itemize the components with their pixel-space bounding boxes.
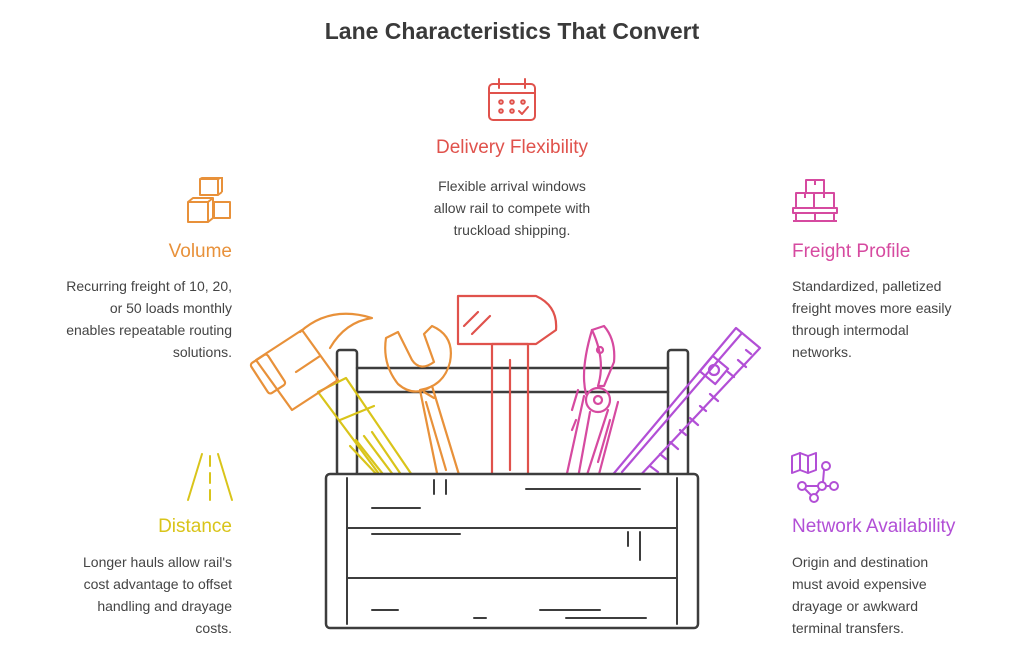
boxes-icon (184, 177, 236, 227)
toolbox-body (324, 472, 700, 630)
hammer-icon (249, 312, 416, 480)
calendar-icon (487, 78, 537, 122)
road-icon (184, 452, 236, 502)
network-heading: Network Availability (792, 516, 956, 537)
sledgehammer-icon (456, 294, 558, 480)
network-description: Origin and destination must avoid expens… (792, 554, 929, 636)
wrench-icon (384, 324, 462, 480)
freight-description: Standardized, palletized freight moves m… (792, 278, 952, 360)
pliers-icon (564, 324, 620, 480)
distance-description: Longer hauls allow rail's cost advantage… (83, 554, 232, 636)
delivery-heading: Delivery Flexibility (435, 137, 589, 158)
volume-heading: Volume (168, 241, 232, 262)
page-title: Lane Characteristics That Convert (324, 18, 700, 44)
volume-description: Recurring freight of 10, 20, or 50 loads… (66, 278, 232, 360)
delivery-description: Flexible arrival windows allow rail to c… (433, 178, 591, 238)
freight-heading: Freight Profile (792, 241, 911, 262)
distance-heading: Distance (158, 516, 232, 537)
pallet-icon (792, 178, 838, 224)
network-map-icon (790, 452, 842, 504)
